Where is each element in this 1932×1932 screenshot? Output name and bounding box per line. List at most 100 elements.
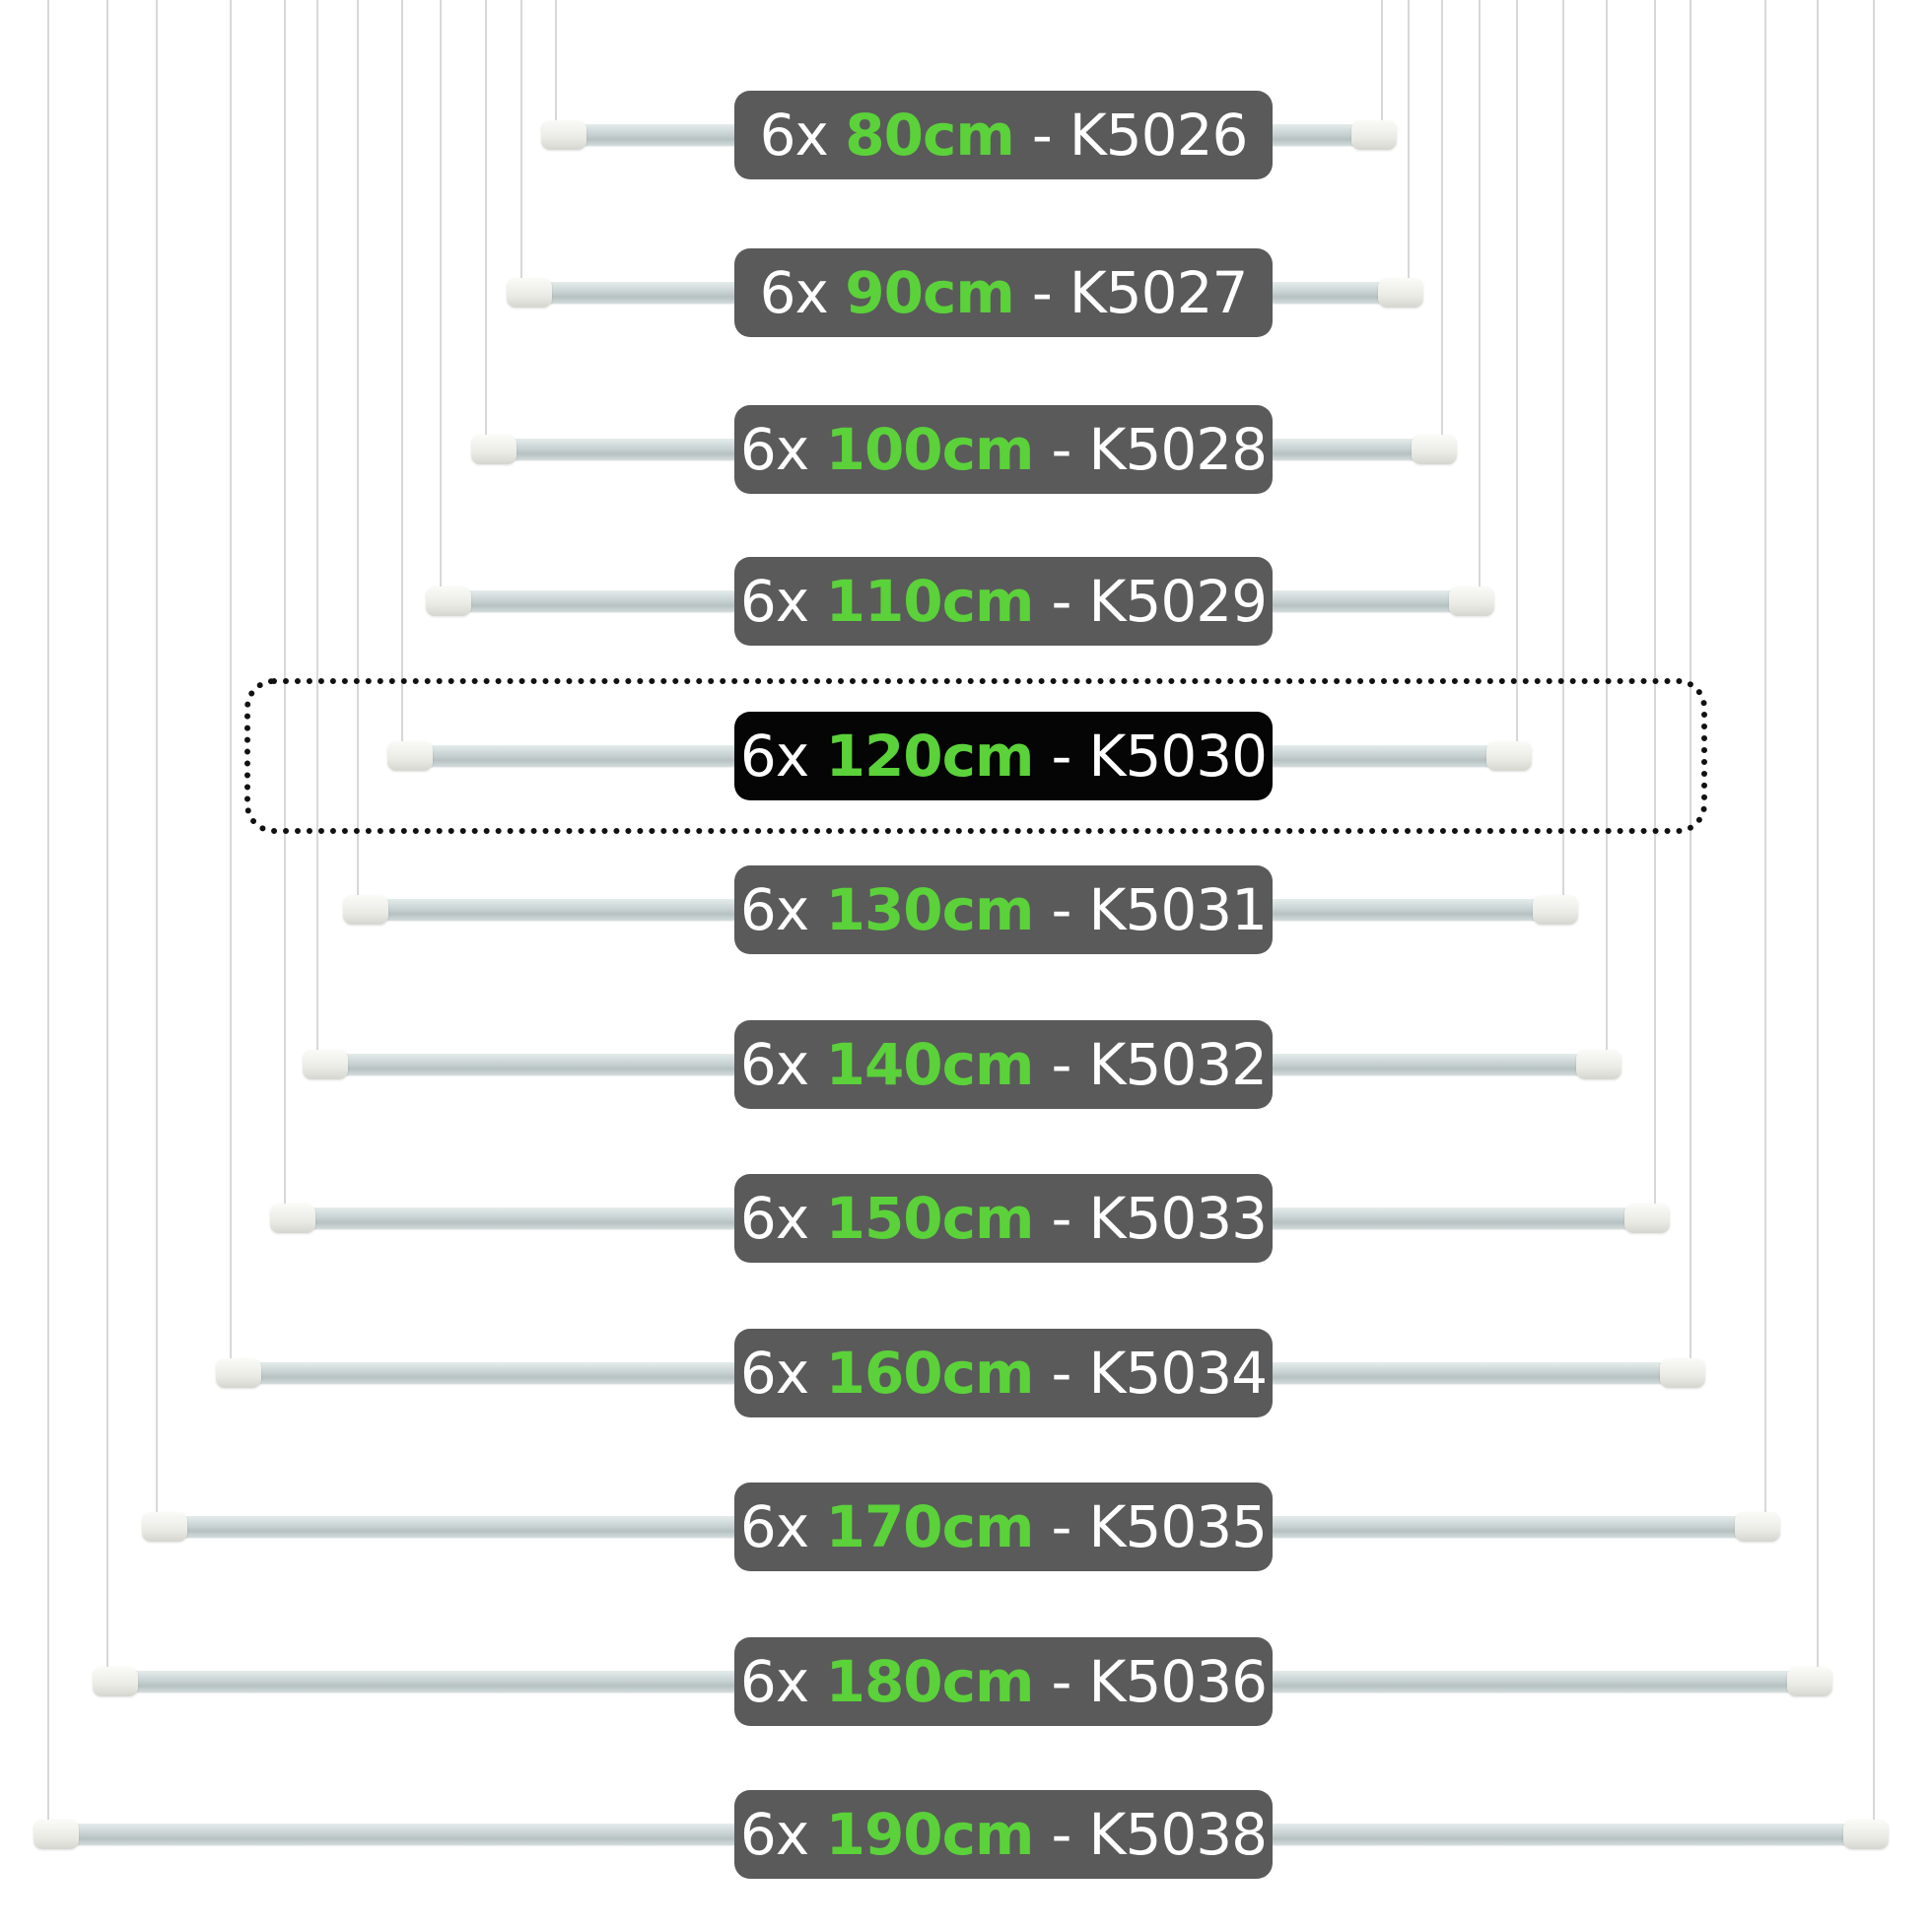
- product-code-text: K5026: [1069, 102, 1249, 169]
- separator-text: -: [1051, 723, 1071, 790]
- quantity-text: 6x: [739, 1185, 809, 1252]
- length-text: 100cm: [825, 416, 1035, 483]
- rod-end-cap: [1449, 586, 1494, 616]
- quantity-text: 6x: [739, 876, 809, 943]
- rod-end-cap: [1351, 120, 1397, 150]
- quantity-text: 6x: [759, 259, 829, 326]
- hanging-wire-right: [1562, 0, 1564, 910]
- hanging-wire-right: [1764, 0, 1766, 1527]
- rod-end-cap: [1735, 1512, 1780, 1542]
- hanging-wire-right: [1873, 0, 1875, 1834]
- hanging-wire-right: [1606, 0, 1608, 1065]
- rod-end-cap: [1843, 1820, 1889, 1849]
- product-code-text: K5034: [1088, 1340, 1268, 1407]
- rod-end-cap: [270, 1204, 315, 1233]
- rod-end-cap: [1486, 741, 1532, 771]
- size-label: 6x 150cm-K5033: [734, 1174, 1273, 1263]
- size-label: 6x 110cm-K5029: [734, 557, 1273, 646]
- product-code-text: K5029: [1088, 568, 1268, 635]
- separator-text: -: [1051, 1648, 1071, 1715]
- rod-end-cap: [216, 1358, 261, 1388]
- hanging-wire-left: [401, 0, 403, 756]
- product-code-text: K5035: [1088, 1493, 1268, 1560]
- quantity-text: 6x: [739, 1648, 809, 1715]
- rod-end-cap: [507, 278, 552, 308]
- rod-end-cap: [34, 1820, 79, 1849]
- size-label: 6x 170cm-K5035: [734, 1483, 1273, 1571]
- length-text: 180cm: [825, 1648, 1035, 1715]
- rod-end-cap: [93, 1667, 138, 1696]
- product-code-text: K5027: [1069, 259, 1249, 326]
- length-text: 130cm: [825, 876, 1035, 943]
- product-code-text: K5030: [1088, 723, 1268, 790]
- rod-end-cap: [1533, 895, 1578, 925]
- quantity-text: 6x: [739, 723, 809, 790]
- rod-end-cap: [1660, 1358, 1705, 1388]
- rod-end-cap: [1576, 1050, 1622, 1079]
- length-text: 190cm: [825, 1801, 1035, 1868]
- hanging-wire-right: [1381, 0, 1383, 135]
- quantity-text: 6x: [759, 102, 829, 169]
- rod-end-cap: [1378, 278, 1423, 308]
- hanging-wire-left: [47, 0, 49, 1834]
- hanging-wire-right: [1441, 0, 1443, 449]
- size-label: 6x 130cm-K5031: [734, 865, 1273, 954]
- separator-text: -: [1051, 876, 1071, 943]
- rod-end-cap: [471, 435, 517, 464]
- quantity-text: 6x: [739, 1031, 809, 1098]
- rod-end-cap: [426, 586, 471, 616]
- size-label: 6x 80cm-K5026: [734, 91, 1273, 179]
- product-code-text: K5038: [1088, 1801, 1268, 1868]
- hanging-wire-right: [1408, 0, 1410, 293]
- length-text: 80cm: [845, 102, 1015, 169]
- rod-end-cap: [387, 741, 433, 771]
- size-label: 6x 180cm-K5036: [734, 1637, 1273, 1726]
- separator-text: -: [1051, 1185, 1071, 1252]
- hanging-wire-left: [555, 0, 557, 135]
- product-code-text: K5031: [1088, 876, 1268, 943]
- length-text: 120cm: [825, 723, 1035, 790]
- rod-end-cap: [1787, 1667, 1832, 1696]
- length-text: 160cm: [825, 1340, 1035, 1407]
- rod-end-cap: [303, 1050, 348, 1079]
- quantity-text: 6x: [739, 1801, 809, 1868]
- hanging-wire-left: [520, 0, 522, 293]
- rod-end-cap: [541, 120, 586, 150]
- hanging-wire-left: [106, 0, 108, 1682]
- hanging-wire-left: [156, 0, 158, 1527]
- quantity-text: 6x: [739, 568, 809, 635]
- rod-end-cap: [142, 1512, 187, 1542]
- separator-text: -: [1031, 102, 1053, 169]
- separator-text: -: [1051, 416, 1071, 483]
- hanging-wire-left: [284, 0, 286, 1218]
- product-code-text: K5036: [1088, 1648, 1268, 1715]
- size-label: 6x 100cm-K5028: [734, 405, 1273, 494]
- hanging-wire-right: [1690, 0, 1691, 1373]
- product-code-text: K5028: [1088, 416, 1268, 483]
- separator-text: -: [1051, 1031, 1071, 1098]
- rod-end-cap: [1412, 435, 1457, 464]
- length-text: 110cm: [825, 568, 1035, 635]
- size-label: 6x 190cm-K5038: [734, 1790, 1273, 1879]
- size-label: 6x 160cm-K5034: [734, 1329, 1273, 1417]
- separator-text: -: [1051, 1493, 1071, 1560]
- length-text: 140cm: [825, 1031, 1035, 1098]
- separator-text: -: [1051, 1801, 1071, 1868]
- hanging-wire-left: [440, 0, 442, 601]
- length-text: 150cm: [825, 1185, 1035, 1252]
- quantity-text: 6x: [739, 416, 809, 483]
- hanging-wire-left: [316, 0, 318, 1065]
- hanging-wire-left: [230, 0, 232, 1373]
- size-label: 6x 120cm-K5030: [734, 712, 1273, 800]
- quantity-text: 6x: [739, 1340, 809, 1407]
- size-label: 6x 90cm-K5027: [734, 248, 1273, 337]
- hanging-wire-left: [357, 0, 359, 910]
- separator-text: -: [1051, 568, 1071, 635]
- length-text: 90cm: [845, 259, 1015, 326]
- size-label: 6x 140cm-K5032: [734, 1020, 1273, 1109]
- separator-text: -: [1051, 1340, 1071, 1407]
- product-code-text: K5033: [1088, 1185, 1268, 1252]
- hanging-wire-right: [1479, 0, 1481, 601]
- separator-text: -: [1031, 259, 1053, 326]
